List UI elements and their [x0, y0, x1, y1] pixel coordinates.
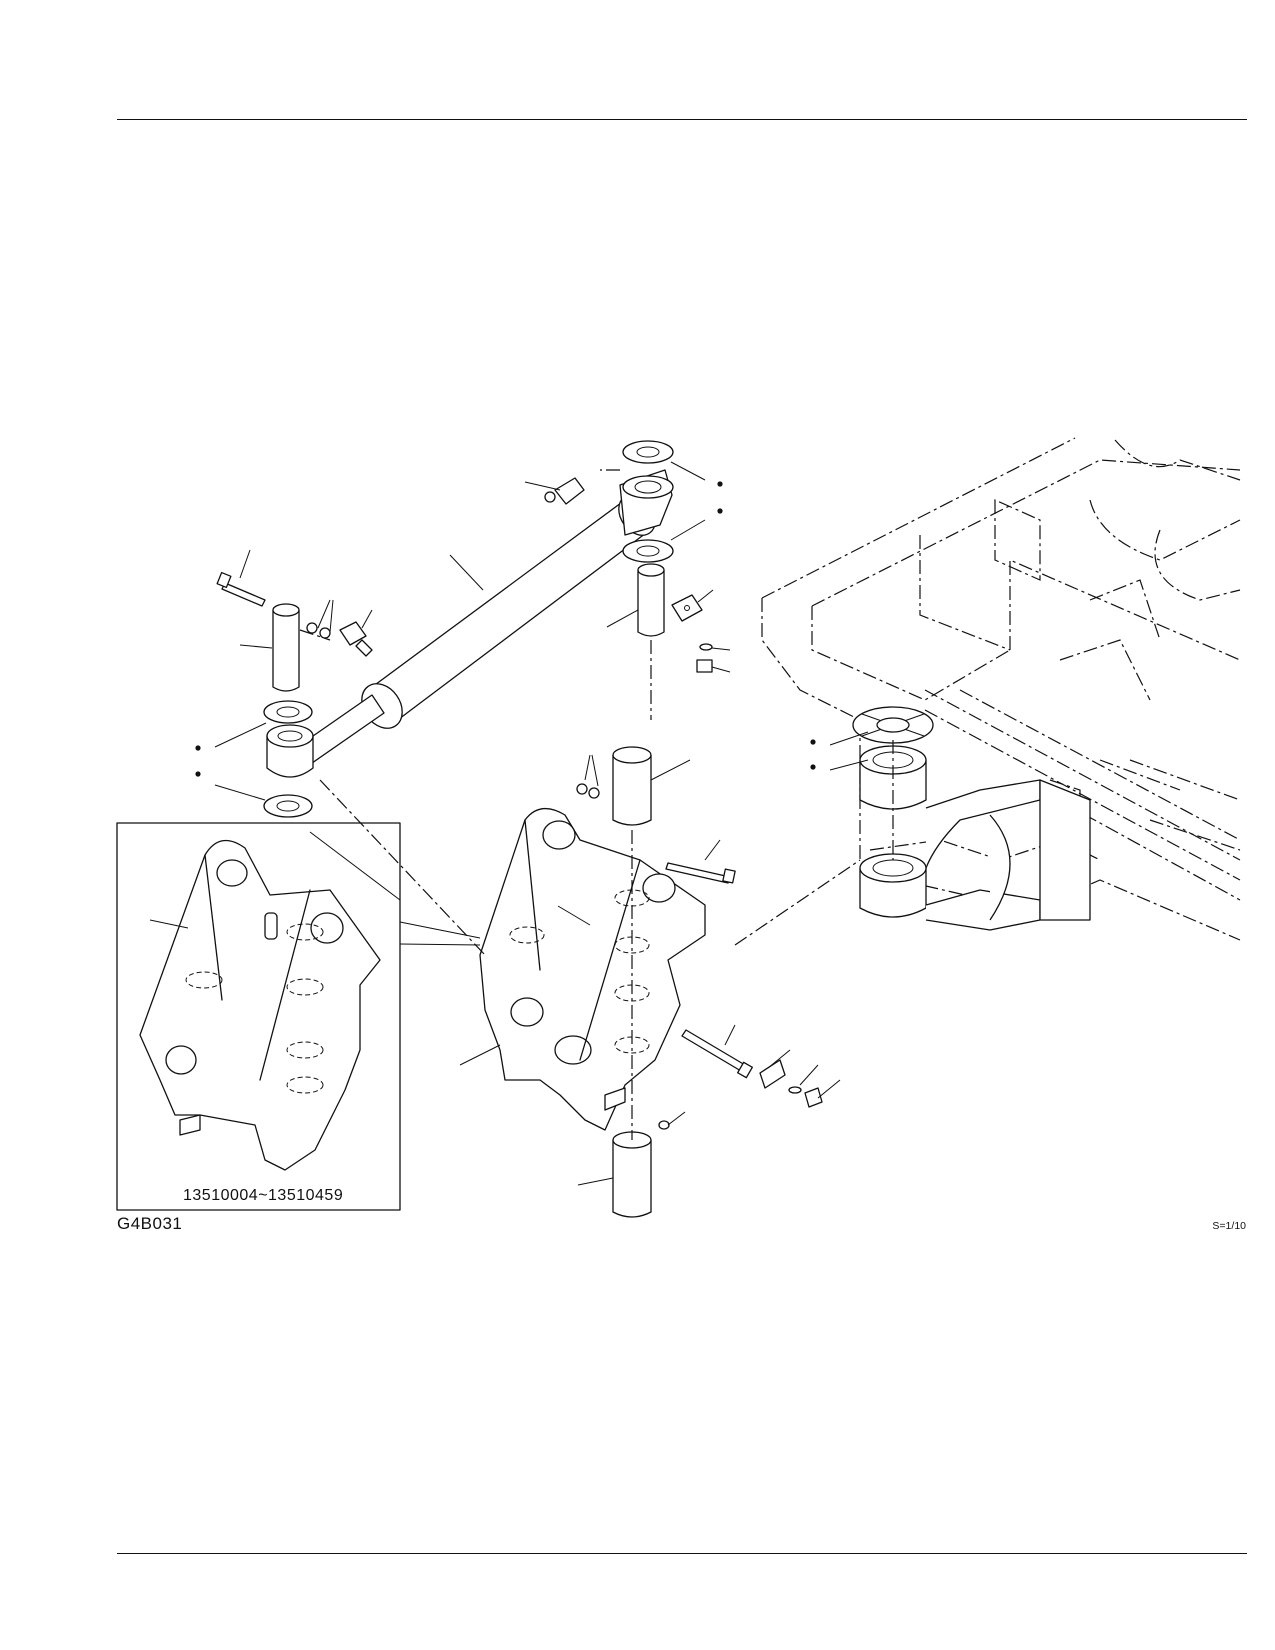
shim-washers	[263, 440, 674, 818]
swing-cylinder	[266, 469, 674, 778]
scale-note-label: S=1/10	[1212, 1220, 1246, 1232]
swing-bracket	[479, 808, 706, 1131]
leader-lines	[149, 461, 869, 1186]
center-lines	[299, 469, 894, 1140]
inset-detail	[116, 822, 481, 1211]
inset-serial-range-label: 13510004~13510459	[183, 1187, 344, 1204]
pins	[272, 563, 665, 1218]
figure-id-label: G4B031	[117, 1214, 183, 1233]
reference-dots	[195, 481, 816, 777]
header-rule	[117, 119, 1247, 120]
footer-rule	[117, 1553, 1247, 1554]
